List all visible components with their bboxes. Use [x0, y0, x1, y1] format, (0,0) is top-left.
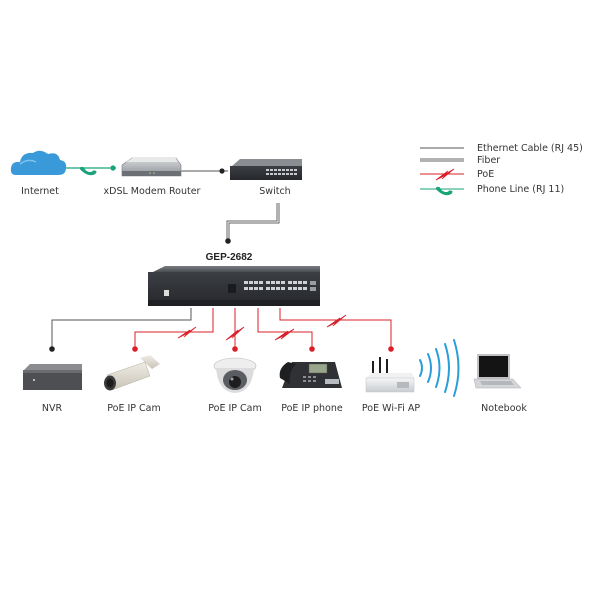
- antenna-icon: [372, 361, 374, 377]
- legend: Ethernet Cable (RJ 45) Fiber PoE Phone L…: [420, 143, 583, 196]
- main-switch-label: GEP-2682: [206, 252, 253, 263]
- poe-gep2682-phone: [257, 308, 315, 352]
- antenna-icon: [379, 357, 381, 377]
- dome-camera-icon: [213, 357, 257, 393]
- label-cam2: PoE IP Cam: [208, 403, 261, 414]
- wifi-signal-icon: [419, 339, 460, 397]
- label-switch: Switch: [259, 186, 290, 197]
- phone-line-internet-modem: [66, 165, 116, 176]
- label-ap: PoE Wi-Fi AP: [362, 403, 420, 414]
- poe-bolt-icon: [225, 326, 245, 341]
- label-modem: xDSL Modem Router: [104, 186, 201, 197]
- poe-gep2682-cam2: [225, 308, 245, 352]
- wifi-access-point-icon: [365, 357, 415, 393]
- ethernet-modem-switch: [181, 168, 228, 174]
- legend-fiber-label: Fiber: [477, 155, 500, 166]
- poe-bolt-icon: [274, 328, 295, 341]
- phone-handset-icon: [79, 166, 97, 176]
- legend-ethernet-label: Ethernet Cable (RJ 45): [477, 143, 583, 154]
- legend-item-fiber: Fiber: [420, 155, 500, 166]
- legend-item-poe: PoE: [420, 168, 494, 181]
- ip-phone-icon: [279, 362, 342, 388]
- poe-bolt-icon: [326, 314, 347, 328]
- ethernet-gep2682-nvr: [49, 308, 192, 352]
- poe-bolt-icon: [177, 326, 197, 339]
- poe-gep2682-cam1: [132, 308, 214, 352]
- ethernet-ports-icon: [244, 281, 316, 291]
- antenna-icon: [386, 359, 388, 377]
- small-switch-icon: [230, 159, 302, 180]
- poe-gep2682-ap: [279, 308, 394, 352]
- legend-item-phone-line: Phone Line (RJ 11): [420, 184, 564, 196]
- modem-router-icon: [121, 157, 182, 177]
- bullet-camera-icon: [104, 355, 160, 391]
- legend-poe-label: PoE: [477, 169, 494, 180]
- fiber-switch-gep2682: [225, 203, 280, 244]
- brand-logo-icon: [164, 290, 169, 296]
- gep-2682-switch-icon: [148, 266, 320, 306]
- label-internet: Internet: [21, 186, 59, 197]
- label-phone: PoE IP phone: [281, 403, 343, 414]
- legend-item-ethernet: Ethernet Cable (RJ 45): [420, 143, 583, 154]
- cloud-icon: [10, 150, 67, 175]
- nvr-icon: [23, 364, 82, 390]
- notebook-icon: [473, 354, 522, 389]
- phone-handset-icon: [435, 186, 453, 196]
- label-nvr: NVR: [42, 403, 63, 414]
- legend-phone-line-label: Phone Line (RJ 11): [477, 184, 564, 195]
- label-notebook: Notebook: [481, 403, 527, 414]
- poe-bolt-icon: [435, 168, 455, 181]
- label-cam1: PoE IP Cam: [107, 403, 160, 414]
